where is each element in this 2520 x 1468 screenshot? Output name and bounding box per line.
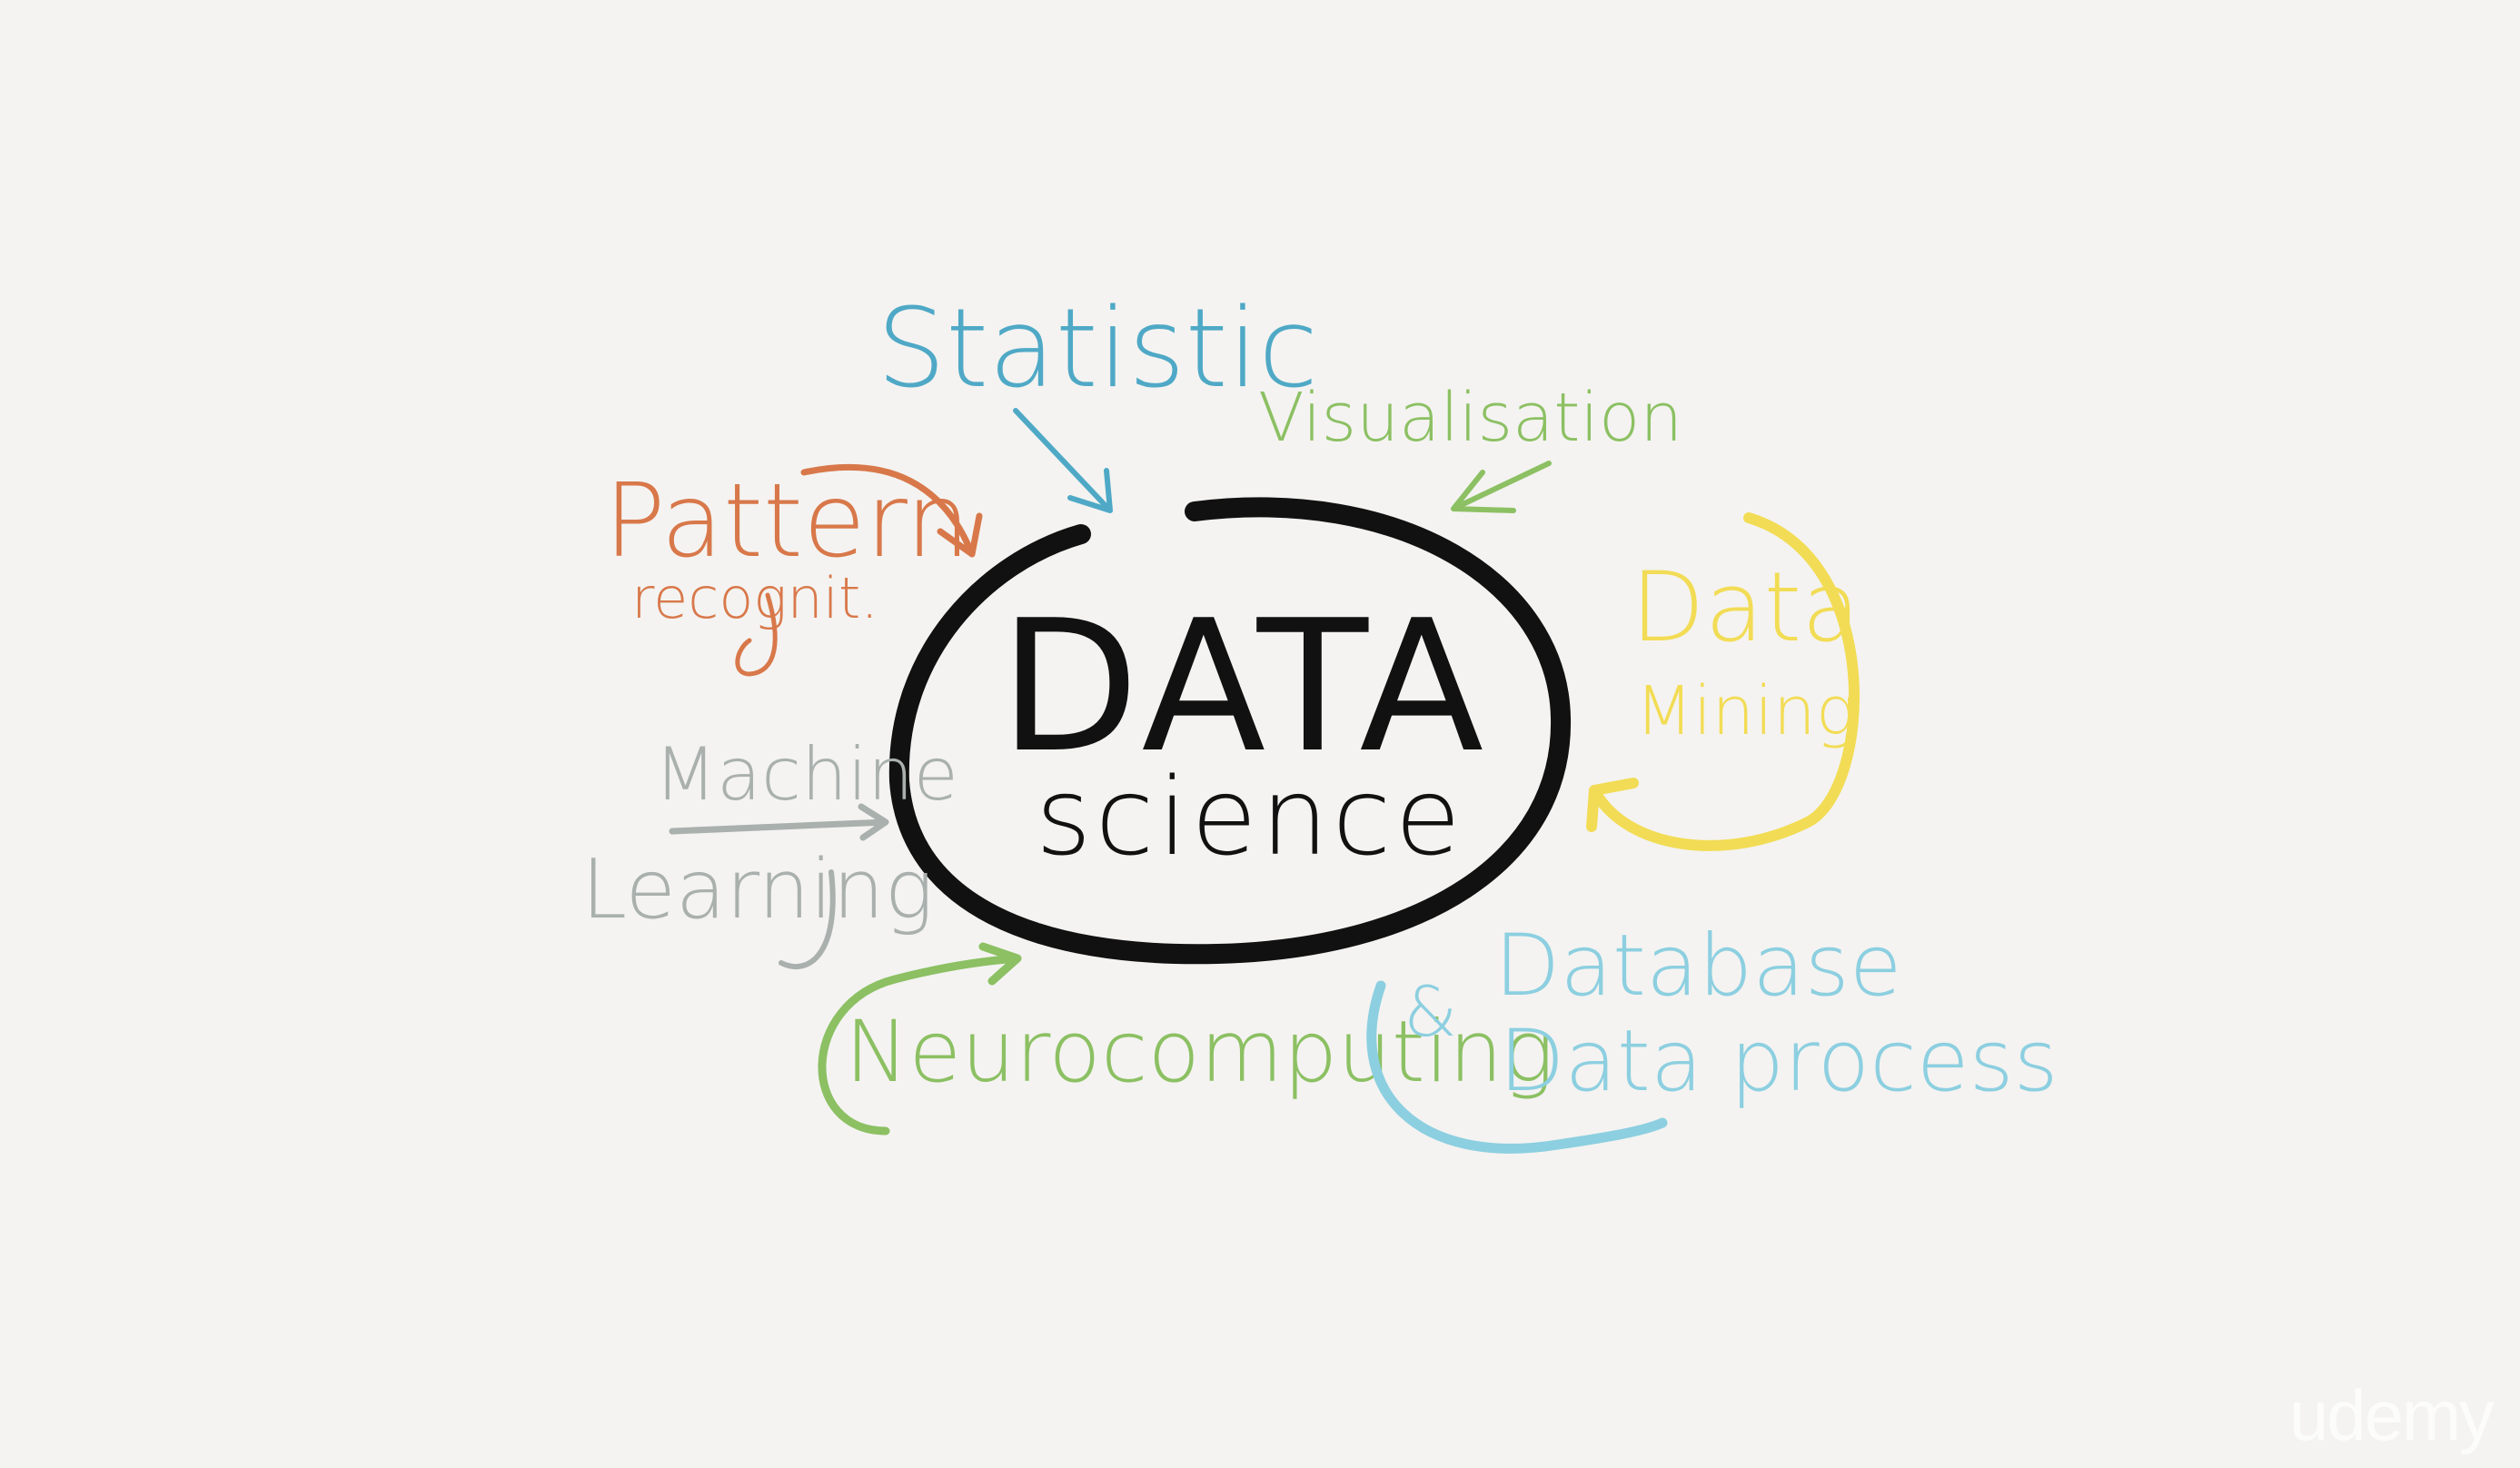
node-pattern-line2: recognit. — [631, 565, 878, 631]
node-data-mining-line1: Data — [1631, 551, 1860, 663]
learning-descender — [779, 869, 836, 969]
arrow-visualisation — [1451, 461, 1552, 513]
arrow-pattern — [800, 463, 983, 558]
arrow-machine-learning — [669, 803, 889, 841]
node-machine-learning-line1: Machine — [654, 732, 958, 817]
node-database-prefix: & — [1404, 971, 1457, 1052]
center-subtitle: science — [1036, 754, 1464, 879]
node-data-mining-line2: Mining — [1635, 672, 1856, 750]
node-neurocomputing-label: Neurocomputing — [845, 1003, 1554, 1102]
database-bracket — [1366, 980, 1668, 1154]
arrow-statistic — [1013, 408, 1113, 513]
center-title: DATA — [999, 581, 1489, 793]
center-ellipse — [888, 497, 1572, 965]
node-visualisation-label: Visualisation — [1258, 379, 1682, 457]
udemy-watermark: udemy — [2288, 1375, 2495, 1455]
arrow-data-mining — [1586, 512, 1860, 851]
node-database-line2: Data process — [1499, 1012, 2059, 1111]
node-database-line1: Database — [1494, 917, 1902, 1016]
arrow-neurocomputing — [818, 942, 1022, 1136]
node-statistic-label: Statistic — [877, 286, 1318, 412]
pattern-descender — [735, 592, 778, 677]
node-machine-learning-line2: Learning — [581, 842, 934, 937]
